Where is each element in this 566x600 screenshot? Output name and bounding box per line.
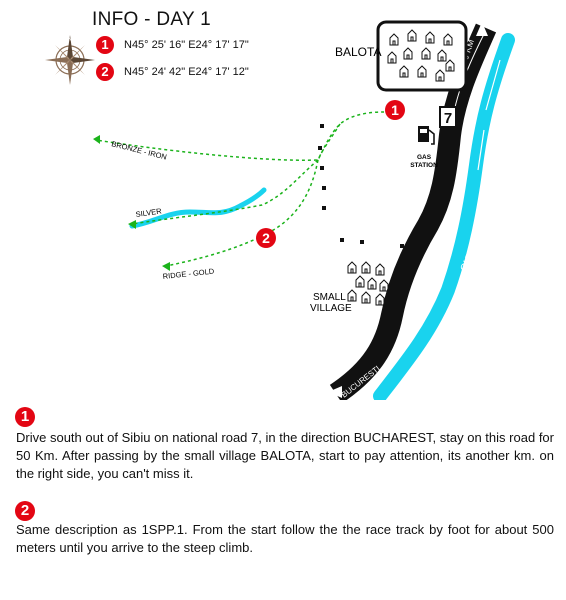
field-marker	[322, 206, 326, 210]
house-icon	[361, 261, 371, 274]
house-icon	[417, 65, 427, 78]
instruction-2-text: Same description as 1SPP.1. From the sta…	[16, 522, 554, 555]
field-marker	[318, 146, 322, 150]
house-icon	[445, 59, 455, 72]
house-icon	[387, 51, 397, 64]
gas-station-label-1: GAS	[417, 154, 432, 161]
house-icon	[437, 49, 447, 62]
house-icon	[435, 69, 445, 82]
house-icon	[347, 289, 357, 302]
house-icon	[347, 261, 357, 274]
house-icon	[399, 65, 409, 78]
compass-rose-icon: N	[45, 35, 95, 85]
house-icon	[403, 47, 413, 60]
house-icon	[421, 47, 431, 60]
house-icon	[355, 275, 365, 288]
house-icon	[443, 33, 453, 46]
field-marker	[400, 244, 404, 248]
small-village-houses	[347, 261, 389, 306]
small-village-label-2: VILLAGE	[310, 303, 352, 314]
house-icon	[375, 293, 385, 306]
marker-1	[385, 100, 405, 120]
instruction-2-marker: 2	[15, 501, 35, 521]
route-map: OLT RIVER SIBIU 50 KM BUCURESTI 7 GAS ST…	[93, 20, 515, 400]
track-label-bronze: BRONZE - IRON	[111, 139, 168, 161]
field-marker	[340, 238, 344, 242]
gold-arrow	[162, 262, 170, 271]
marker-2	[256, 228, 276, 248]
bronze-arrow	[93, 135, 100, 144]
house-icon	[361, 291, 371, 304]
instruction-1-marker: 1	[15, 407, 35, 427]
field-marker	[360, 240, 364, 244]
road-number: 7	[444, 110, 452, 127]
field-markers	[318, 124, 404, 248]
olt-river	[373, 33, 515, 400]
fuel-pump-icon	[418, 126, 435, 145]
field-marker	[320, 124, 324, 128]
silver-arrow	[128, 220, 136, 229]
house-icon	[407, 29, 417, 42]
house-icon	[367, 277, 377, 290]
waypoint-2-coordinates: N45° 24' 42" E24° 17' 12"	[124, 66, 249, 78]
gas-station-label-2: STATION	[410, 162, 438, 169]
track-label-silver: SILVER	[135, 206, 163, 219]
waypoint-1-marker: 1	[96, 36, 114, 54]
marker-2-number: 2	[262, 230, 270, 246]
house-icon	[375, 263, 385, 276]
svg-text:N: N	[68, 37, 72, 43]
silver-stream	[129, 187, 267, 229]
house-icon	[389, 33, 399, 46]
balota-label: BALOTA	[335, 45, 381, 59]
page-title: INFO - DAY 1	[92, 9, 212, 30]
field-marker	[322, 186, 326, 190]
field-marker	[320, 166, 324, 170]
track-label-gold: RIDGE - GOLD	[162, 267, 215, 281]
waypoint-2-marker: 2	[96, 63, 114, 81]
house-icon	[425, 31, 435, 44]
marker-1-number: 1	[391, 102, 399, 118]
road-number-sign	[439, 106, 457, 128]
balota-houses	[387, 29, 455, 82]
instruction-1-text: Drive south out of Sibiu on national roa…	[16, 430, 554, 481]
track-to-bronze	[95, 111, 385, 161]
track-to-silver	[131, 159, 319, 225]
small-village-label-1: SMALL	[313, 292, 346, 303]
house-icon	[379, 279, 389, 292]
waypoint-1-coordinates: N45° 25' 16" E24° 17' 17"	[124, 39, 249, 51]
